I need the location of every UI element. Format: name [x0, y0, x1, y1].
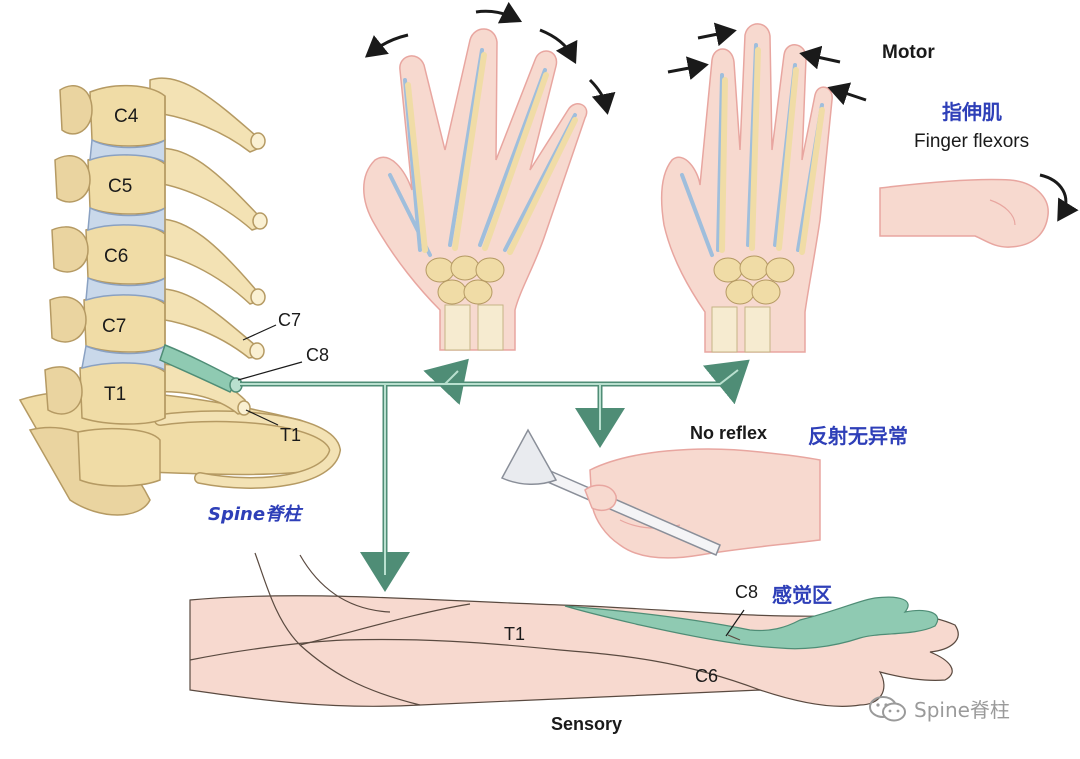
reflex-cn-label: 反射无异常 — [808, 424, 908, 448]
dermatome-label-c6: C6 — [695, 666, 719, 686]
dermatome-label-c8: C8 — [735, 582, 759, 602]
finger-flexors-label: Finger flexors — [914, 131, 1030, 152]
root-label-t1: T1 — [280, 425, 302, 445]
cervical-spine — [18, 77, 342, 516]
watermark-text: Spine脊柱 — [914, 698, 1010, 722]
dermatome-cn-label: 感觉区 — [772, 583, 832, 607]
motor-label: Motor — [882, 42, 935, 63]
root-label-c7: C7 — [278, 310, 302, 330]
hand-adduction — [660, 22, 867, 353]
spine-brand-label: Spine脊柱 — [208, 504, 302, 525]
no-reflex-label: No reflex — [690, 423, 768, 443]
hand-abduction — [363, 1, 616, 351]
motor-cn-label: 指伸肌 — [942, 100, 1002, 124]
root-label-c8: C8 — [306, 345, 330, 365]
dermatome-label-t1: T1 — [504, 624, 526, 644]
vertebra-label-t1: T1 — [104, 384, 127, 405]
arm-dermatomes — [189, 552, 959, 707]
fist-finger-flexors — [879, 173, 1079, 248]
watermark: Spine脊柱 — [868, 694, 1010, 723]
reflex-hammer-hand — [500, 428, 821, 559]
vertebra-label-c5: C5 — [108, 176, 133, 197]
vertebra-label-c7: C7 — [102, 316, 127, 337]
vertebra-label-c4: C4 — [114, 106, 139, 127]
sensory-label: Sensory — [551, 714, 623, 734]
wechat-icon — [869, 695, 906, 721]
vertebra-label-c6: C6 — [104, 246, 129, 267]
